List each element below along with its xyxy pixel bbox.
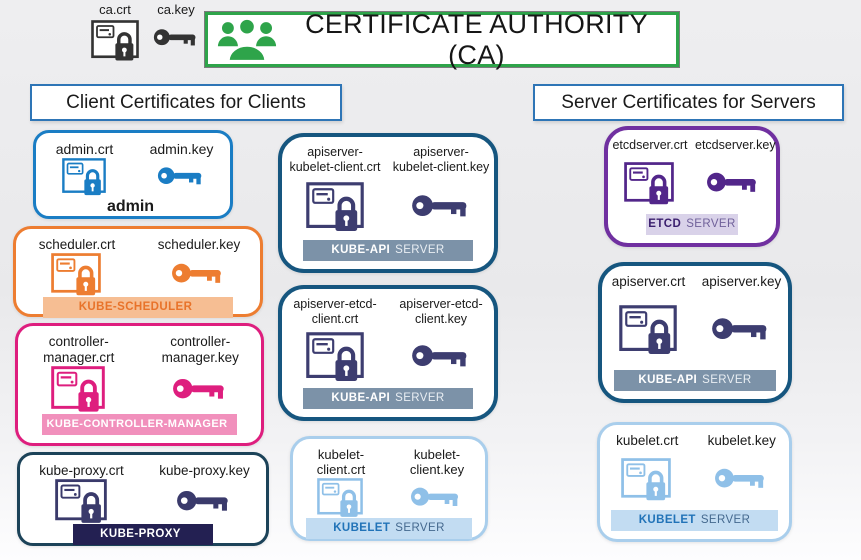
component-badge: KUBE-PROXY [72,524,214,546]
card-admin: admin.crt admin.key admin [33,130,233,219]
key-filename: scheduler.key [157,237,241,252]
card-apiserver-etcd-client: apiserver-etcd-client.crt apiserver-etcd… [278,285,498,421]
key-filename: apiserver.key [701,274,782,289]
card-kube-proxy: kube-proxy.crt kube-proxy.key KUBE-PROXY [17,452,269,546]
key-icon [153,20,199,51]
people-icon [208,19,277,61]
certificate-icon [624,162,674,206]
key-icon [706,169,760,198]
certificate-icon [306,182,364,233]
certificate-icon [55,479,107,525]
key-filename: admin.key [149,141,214,157]
crt-filename: apiserver-etcd-client.crt [293,297,377,326]
key-filename: apiserver-etcd-client.key [399,297,483,326]
key-filename: kubelet.key [707,433,776,448]
card-kubelet-client: kubelet-client.crt kubelet-client.key KU… [290,436,488,541]
crt-filename: kubelet.crt [616,433,679,448]
key-icon [176,487,232,517]
crt-filename: controller-manager.crt [43,334,115,365]
crt-filename: apiserver.crt [611,274,686,289]
component-badge: admin [106,198,155,216]
key-icon [157,164,205,190]
client-header-label: Client Certificates for Clients [66,91,306,113]
key-icon [172,375,228,405]
ca-crt-label: ca.crt [99,2,131,17]
ca-crt-file: ca.crt [84,2,146,62]
certificate-icon [621,458,671,502]
key-icon [711,314,771,346]
key-icon [411,191,471,223]
card-kube-controller-manager: controller-manager.crt controller-manage… [15,323,264,446]
ca-key-file: ca.key [146,2,206,51]
crt-filename: kube-proxy.crt [39,463,124,478]
server-header-label: Server Certificates for Servers [561,91,816,113]
certificate-icon [51,366,105,413]
key-icon [411,341,471,373]
certificate-icon [306,332,364,383]
key-filename: controller-manager.key [161,334,239,365]
certificate-icon [317,478,363,518]
crt-filename: scheduler.crt [38,237,116,252]
key-filename: kube-proxy.key [159,463,250,478]
card-kube-scheduler: scheduler.crt scheduler.key KUBE-SCHEDUL… [13,226,263,318]
certificate-icon [51,253,101,297]
key-icon [410,484,462,512]
server-certificates-header: Server Certificates for Servers [533,84,844,121]
crt-filename: admin.crt [55,141,114,157]
key-icon [714,465,768,494]
key-filename: kubelet-client.key [409,447,465,478]
certificate-icon [62,158,106,197]
crt-filename: etcdserver.crt [612,138,688,152]
crt-filename: kubelet-client.crt [316,447,366,478]
component-badge: KUBE-CONTROLLER-MANAGER [42,414,237,435]
card-apiserver-kubelet-client: apiserver-kubelet-client.crt apiserver-k… [278,133,498,273]
component-badge: KUBE-SCHEDULER [42,296,234,318]
client-certificates-header: Client Certificates for Clients [30,84,342,121]
certificate-authority-title: CERTIFICATE AUTHORITY (CA) [305,8,648,70]
certificate-icon [91,20,139,62]
key-filename: apiserver-kubelet-client.key [392,145,490,174]
certificate-authority-banner: CERTIFICATE AUTHORITY (CA) [205,9,679,70]
ca-key-label: ca.key [157,2,195,17]
key-filename: etcdserver.key [695,138,776,152]
certificate-icon [619,305,677,356]
key-icon [171,260,225,289]
crt-filename: apiserver-kubelet-client.crt [289,145,381,174]
